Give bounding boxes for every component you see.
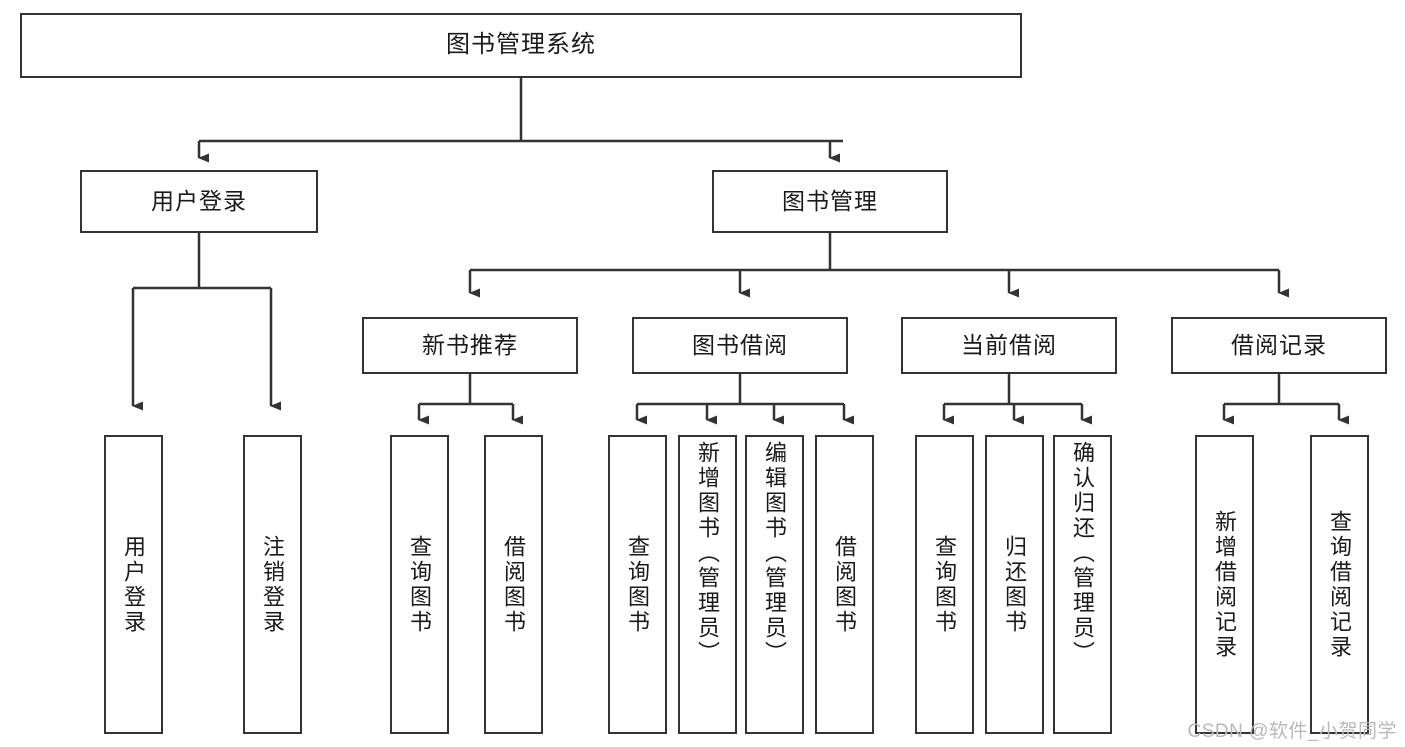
node-label: 图书借阅 [692,331,788,358]
node-leaf-borrow-book-2[interactable]: 借阅图书 [815,435,874,734]
node-label: 借阅图书 [501,534,527,635]
node-leaf-query-book-2[interactable]: 查询图书 [608,435,667,734]
node-label: 图书管理系统 [446,31,596,59]
node-leaf-add-record[interactable]: 新增借阅记录 [1195,435,1254,734]
node-label: 用户登录 [151,187,247,214]
node-root-book-management-system[interactable]: 图书管理系统 [20,13,1022,78]
node-label: 编辑图书（管理员） [762,441,788,666]
node-label: 注销登录 [260,534,286,635]
node-leaf-user-login[interactable]: 用户登录 [104,435,163,734]
node-label: 查询图书 [407,534,433,635]
node-user-login[interactable]: 用户登录 [80,170,318,233]
node-label: 用户登录 [121,534,147,635]
node-label: 新书推荐 [422,331,518,358]
node-leaf-query-book-1[interactable]: 查询图书 [390,435,449,734]
node-label: 查询借阅记录 [1327,509,1353,660]
node-label: 借阅图书 [832,534,858,635]
node-leaf-query-record[interactable]: 查询借阅记录 [1310,435,1369,734]
node-borrow-record[interactable]: 借阅记录 [1171,317,1387,374]
node-leaf-borrow-book-1[interactable]: 借阅图书 [484,435,543,734]
node-leaf-return-book[interactable]: 归还图书 [985,435,1044,734]
node-leaf-edit-book[interactable]: 编辑图书（管理员） [745,435,804,734]
node-label: 确认归还（管理员） [1070,441,1096,666]
node-book-management[interactable]: 图书管理 [712,170,948,233]
node-label: 查询图书 [625,534,651,635]
node-label: 查询图书 [932,534,958,635]
watermark-text: CSDN @软件_小贺同学 [1187,721,1397,742]
node-leaf-query-book-3[interactable]: 查询图书 [915,435,974,734]
node-label: 借阅记录 [1231,331,1327,358]
node-label: 当前借阅 [961,331,1057,358]
node-current-borrow[interactable]: 当前借阅 [901,317,1117,374]
node-label: 图书管理 [782,187,878,214]
node-leaf-logout[interactable]: 注销登录 [243,435,302,734]
node-label: 新增图书（管理员） [695,441,721,666]
node-label: 新增借阅记录 [1212,509,1238,660]
node-label: 归还图书 [1002,534,1028,635]
node-new-book-recommend[interactable]: 新书推荐 [362,317,578,374]
node-leaf-add-book[interactable]: 新增图书（管理员） [678,435,737,734]
node-book-borrow[interactable]: 图书借阅 [632,317,848,374]
node-leaf-confirm-return[interactable]: 确认归还（管理员） [1053,435,1112,734]
